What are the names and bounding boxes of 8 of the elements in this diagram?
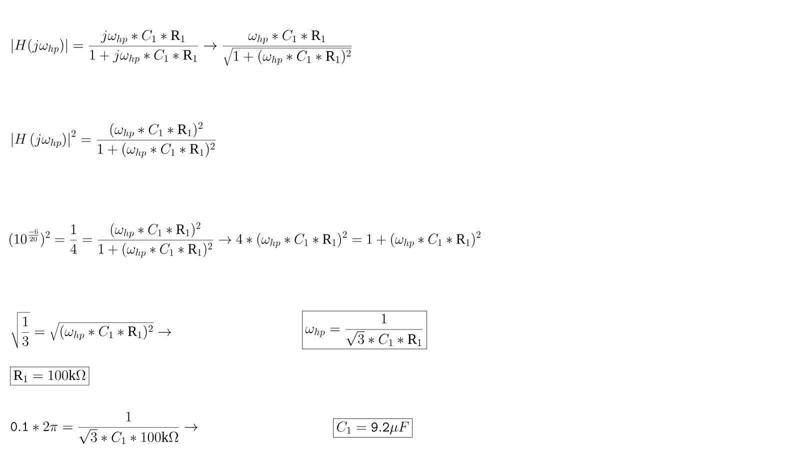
formula: $(10^{\frac{-6}{20}})^2 = \frac{1}{4} = \frac{(\omega_{hp}*C_1*\mathrm{R}_1)^2}{1 + (\omega_{hp}*C_1*\mathrm{R}_1)^2} \rightarrow 4*(\omega_{hp}*C_1*\mathrm{R}_1)^2 = 1 + (\omega_{hp}*C_1*\mathrm{R}_1)^2$ [10, 222, 480, 258]
formula: $\left|H\left(j\omega_{hp}\right)\right|^2 = \frac{(\omega_{hp}*C_1*\mathrm{R}_1)^2}{1+(\omega_{hp}*C_1*\mathrm{R}_1)^2}$ [12, 122, 216, 158]
formula: $\left|H(j\omega_{hp})\right| = \frac{j\omega_{hp}*C_1*\mathrm{R}_1}{1+j\omega_{hp}*C_1*\mathrm{R}_1} \rightarrow \frac{\omega_{hp}*C_1*\mathrm{R}_1}{\sqrt{1+(\omega_{hp}*C_1*\mathrm{R}_1)^2}}$ [12, 30, 352, 66]
answer-box: $C_1 = \mathtt{9.2}\mu F$ [333, 418, 413, 438]
answer-box: $\omega_{hp} = \frac{1}{\sqrt{3}*C_1*\mathrm{R}_1}$ [302, 310, 428, 350]
answer-box: $\mathrm{R}_1 = 100\mathrm{k}\Omega$ [10, 366, 90, 386]
formula: $\sqrt{\frac{1}{3}} = \sqrt{(\omega_{hp}*C_1*\mathrm{R}_1)^2} \rightarrow$ [11, 312, 172, 348]
formula: $\mathtt{0.1} * 2\pi = \frac{1}{\sqrt{3}*C_1*100\mathrm{k}\Omega} \rightarrow$ [10, 412, 198, 444]
